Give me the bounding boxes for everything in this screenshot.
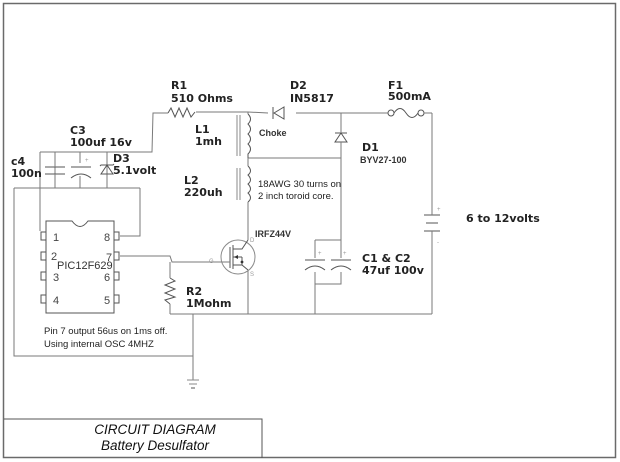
r2-ref: R2 xyxy=(186,285,202,298)
ic-pin-2: 2 xyxy=(51,251,57,263)
d2-value: IN5817 xyxy=(290,92,334,105)
capacitors-c1-c2: + + C1 & C2 47uf 100v xyxy=(304,251,425,277)
l1-note: Choke xyxy=(259,128,287,138)
l2-ref: L2 xyxy=(184,174,199,187)
title-line-1: CIRCUIT DIAGRAM xyxy=(94,422,216,437)
c1-plus: + xyxy=(318,251,322,257)
capacitor-c3: + C3 100uf 16v xyxy=(70,124,133,179)
ic-pin-3: 3 xyxy=(53,272,59,284)
c4-ref: c4 xyxy=(11,155,26,168)
diode-d1: D1 BYV27-100 xyxy=(334,122,407,165)
c1c2-ref: C1 & C2 xyxy=(362,252,411,265)
f1-value: 500mA xyxy=(388,90,431,103)
r1-ref: R1 xyxy=(171,79,187,92)
l2-note-line-1: 18AWG 30 turns on xyxy=(258,179,341,190)
d1-ref: D1 xyxy=(362,141,379,154)
note-line-1: Pin 7 output 56us on 1ms off. xyxy=(44,326,167,337)
r1-value: 510 Ohms xyxy=(171,92,233,105)
ic-pin-5: 5 xyxy=(104,295,110,307)
ic-pin-1: 1 xyxy=(53,232,59,244)
notes: Pin 7 output 56us on 1ms off. Using inte… xyxy=(44,326,167,350)
capacitor-c4: c4 100n xyxy=(11,152,65,188)
zener-d3: D3 5.1volt xyxy=(99,152,156,177)
ic-pin-7: 7 xyxy=(106,252,112,264)
resistor-r2: R2 1Mohm xyxy=(163,277,231,310)
c4-value: 100n xyxy=(11,167,42,180)
battery: + - 6 to 12volts xyxy=(424,205,540,246)
fuse-f1: F1 500mA xyxy=(387,79,432,118)
q1-pin-d: D xyxy=(250,238,255,244)
f1-ref: F1 xyxy=(388,79,403,92)
ground-icon xyxy=(187,379,199,389)
battery-minus: - xyxy=(437,240,439,246)
l2-value: 220uh xyxy=(184,186,223,199)
d3-value: 5.1volt xyxy=(113,164,156,177)
title-block: CIRCUIT DIAGRAM Battery Desulfator xyxy=(4,418,263,458)
q1-pin-s: S xyxy=(250,272,254,278)
r2-value: 1Mohm xyxy=(186,297,231,310)
ic-pic12f629: 1 2 3 4 5 6 7 8 PIC12F629 xyxy=(40,220,120,314)
c3-plus: + xyxy=(85,158,89,164)
mosfet-q1: D G S IRFZ44V xyxy=(209,229,291,278)
ic-name: PIC12F629 xyxy=(57,260,113,272)
battery-value: 6 to 12volts xyxy=(466,212,540,225)
c1c2-value: 47uf 100v xyxy=(362,264,425,277)
ic-pin-4: 4 xyxy=(53,295,59,307)
d1-value: BYV27-100 xyxy=(360,155,407,165)
wires xyxy=(13,111,433,380)
diode-d2: D2 IN5817 xyxy=(272,79,334,120)
l1-ref: L1 xyxy=(195,123,210,136)
q1-value: IRFZ44V xyxy=(255,229,291,239)
q1-pin-g: G xyxy=(209,259,214,265)
d3-ref: D3 xyxy=(113,152,130,165)
note-line-2: Using internal OSC 4MHZ xyxy=(44,339,154,350)
c2-plus: + xyxy=(343,251,347,257)
title-line-2: Battery Desulfator xyxy=(101,438,210,453)
battery-plus: + xyxy=(437,207,441,213)
l1-value: 1mh xyxy=(195,135,222,148)
inductor-l1: L1 1mh Choke xyxy=(195,113,287,158)
d2-ref: D2 xyxy=(290,79,307,92)
ic-pin-6: 6 xyxy=(104,272,110,284)
l2-note-line-2: 2 inch toroid core. xyxy=(258,191,334,202)
inductor-l2: L2 220uh 18AWG 30 turns on 2 inch toroid… xyxy=(184,158,341,203)
c3-ref: C3 xyxy=(70,124,86,137)
c3-value: 100uf 16v xyxy=(70,136,133,149)
resistor-r1: R1 510 Ohms xyxy=(167,79,233,119)
ic-pin-8: 8 xyxy=(104,232,110,244)
